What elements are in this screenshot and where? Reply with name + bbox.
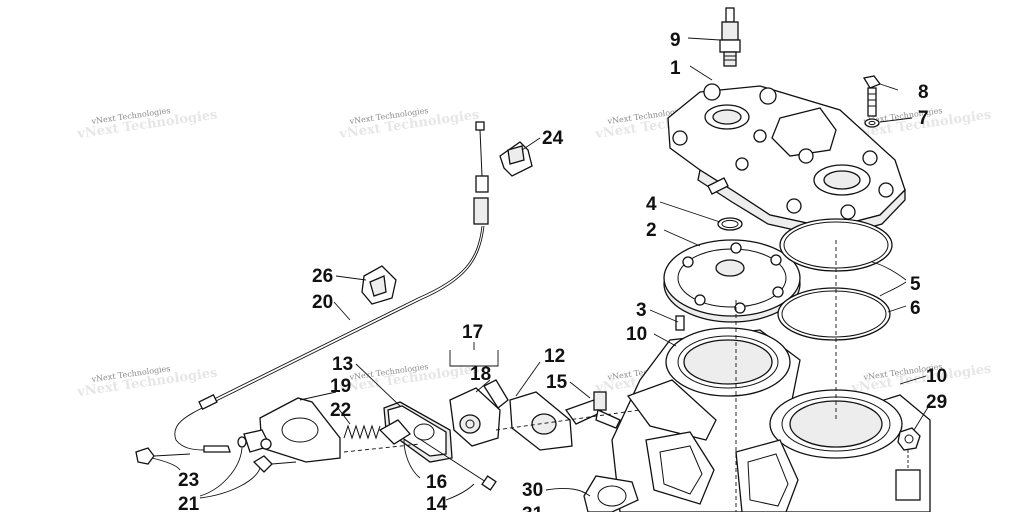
reed-plate-13 <box>378 401 453 463</box>
fitting-15 <box>564 391 621 429</box>
watermark-2: vNext Technologies vNext Technologies <box>337 106 480 142</box>
cylinder-head <box>667 83 906 239</box>
callout-22: 22 <box>330 400 351 421</box>
spark-plug <box>719 7 741 67</box>
stud-16-14 <box>417 437 497 491</box>
throttle-cable <box>174 121 489 453</box>
callout-24: 24 <box>542 128 564 149</box>
head-bolt <box>862 75 882 117</box>
watermark-5: vNext Technologies vNext Technologies <box>75 364 218 400</box>
combustion-dome <box>663 239 801 323</box>
cable-clip-26 <box>361 265 397 305</box>
callout-10-right: 10 <box>926 366 947 387</box>
callout-29: 29 <box>926 392 947 413</box>
o-ring-21 <box>237 436 247 448</box>
callout-16: 16 <box>426 472 447 493</box>
intake-spacer-19 <box>243 397 341 463</box>
callout-6: 6 <box>910 298 921 319</box>
bolt-21-lower <box>252 455 297 473</box>
callout-5: 5 <box>910 274 921 295</box>
callout-10: 10 <box>626 324 647 345</box>
o-ring-5-upper <box>779 218 893 272</box>
callout-20: 20 <box>312 292 333 313</box>
callout-1: 1 <box>670 58 681 79</box>
exhaust-gasket <box>583 475 639 512</box>
nut <box>897 427 921 451</box>
callout-3: 3 <box>636 300 647 321</box>
o-ring-4 <box>717 217 743 231</box>
bolt-23 <box>135 447 191 465</box>
callout-14: 14 <box>426 494 448 512</box>
callout-4: 4 <box>646 194 657 215</box>
watermark-8: vNext Technologies vNext Technologies <box>849 361 992 396</box>
callout-18: 18 <box>470 364 491 385</box>
callout-13: 13 <box>332 354 353 375</box>
callout-31: 31 <box>522 504 544 512</box>
callout-17: 17 <box>462 322 483 343</box>
callout-30: 30 <box>522 480 543 501</box>
washer <box>864 118 880 128</box>
o-ring-6 <box>777 287 891 341</box>
callout-12: 12 <box>544 346 565 367</box>
callout-9: 9 <box>670 30 681 51</box>
reed-cage-12 <box>509 391 573 451</box>
callout-26: 26 <box>312 266 333 287</box>
spring-22 <box>343 424 381 440</box>
callout-23: 23 <box>178 470 199 491</box>
callout-21: 21 <box>178 494 200 512</box>
cylinder-block <box>611 327 931 512</box>
reed-block-18 <box>449 379 509 447</box>
dowel-pin <box>675 315 685 331</box>
watermark-1: vNext Technologies vNext Technologies <box>75 106 218 142</box>
callout-19: 19 <box>330 376 351 397</box>
cable-clip-24 <box>499 141 533 177</box>
callout-7: 7 <box>918 108 929 129</box>
callout-labels: 9 1 8 7 24 4 2 5 6 26 20 3 10 17 12 13 1… <box>178 30 947 512</box>
callout-8: 8 <box>918 82 929 103</box>
callout-15: 15 <box>546 372 568 393</box>
callout-2: 2 <box>646 220 657 241</box>
leader-lines <box>151 37 931 512</box>
